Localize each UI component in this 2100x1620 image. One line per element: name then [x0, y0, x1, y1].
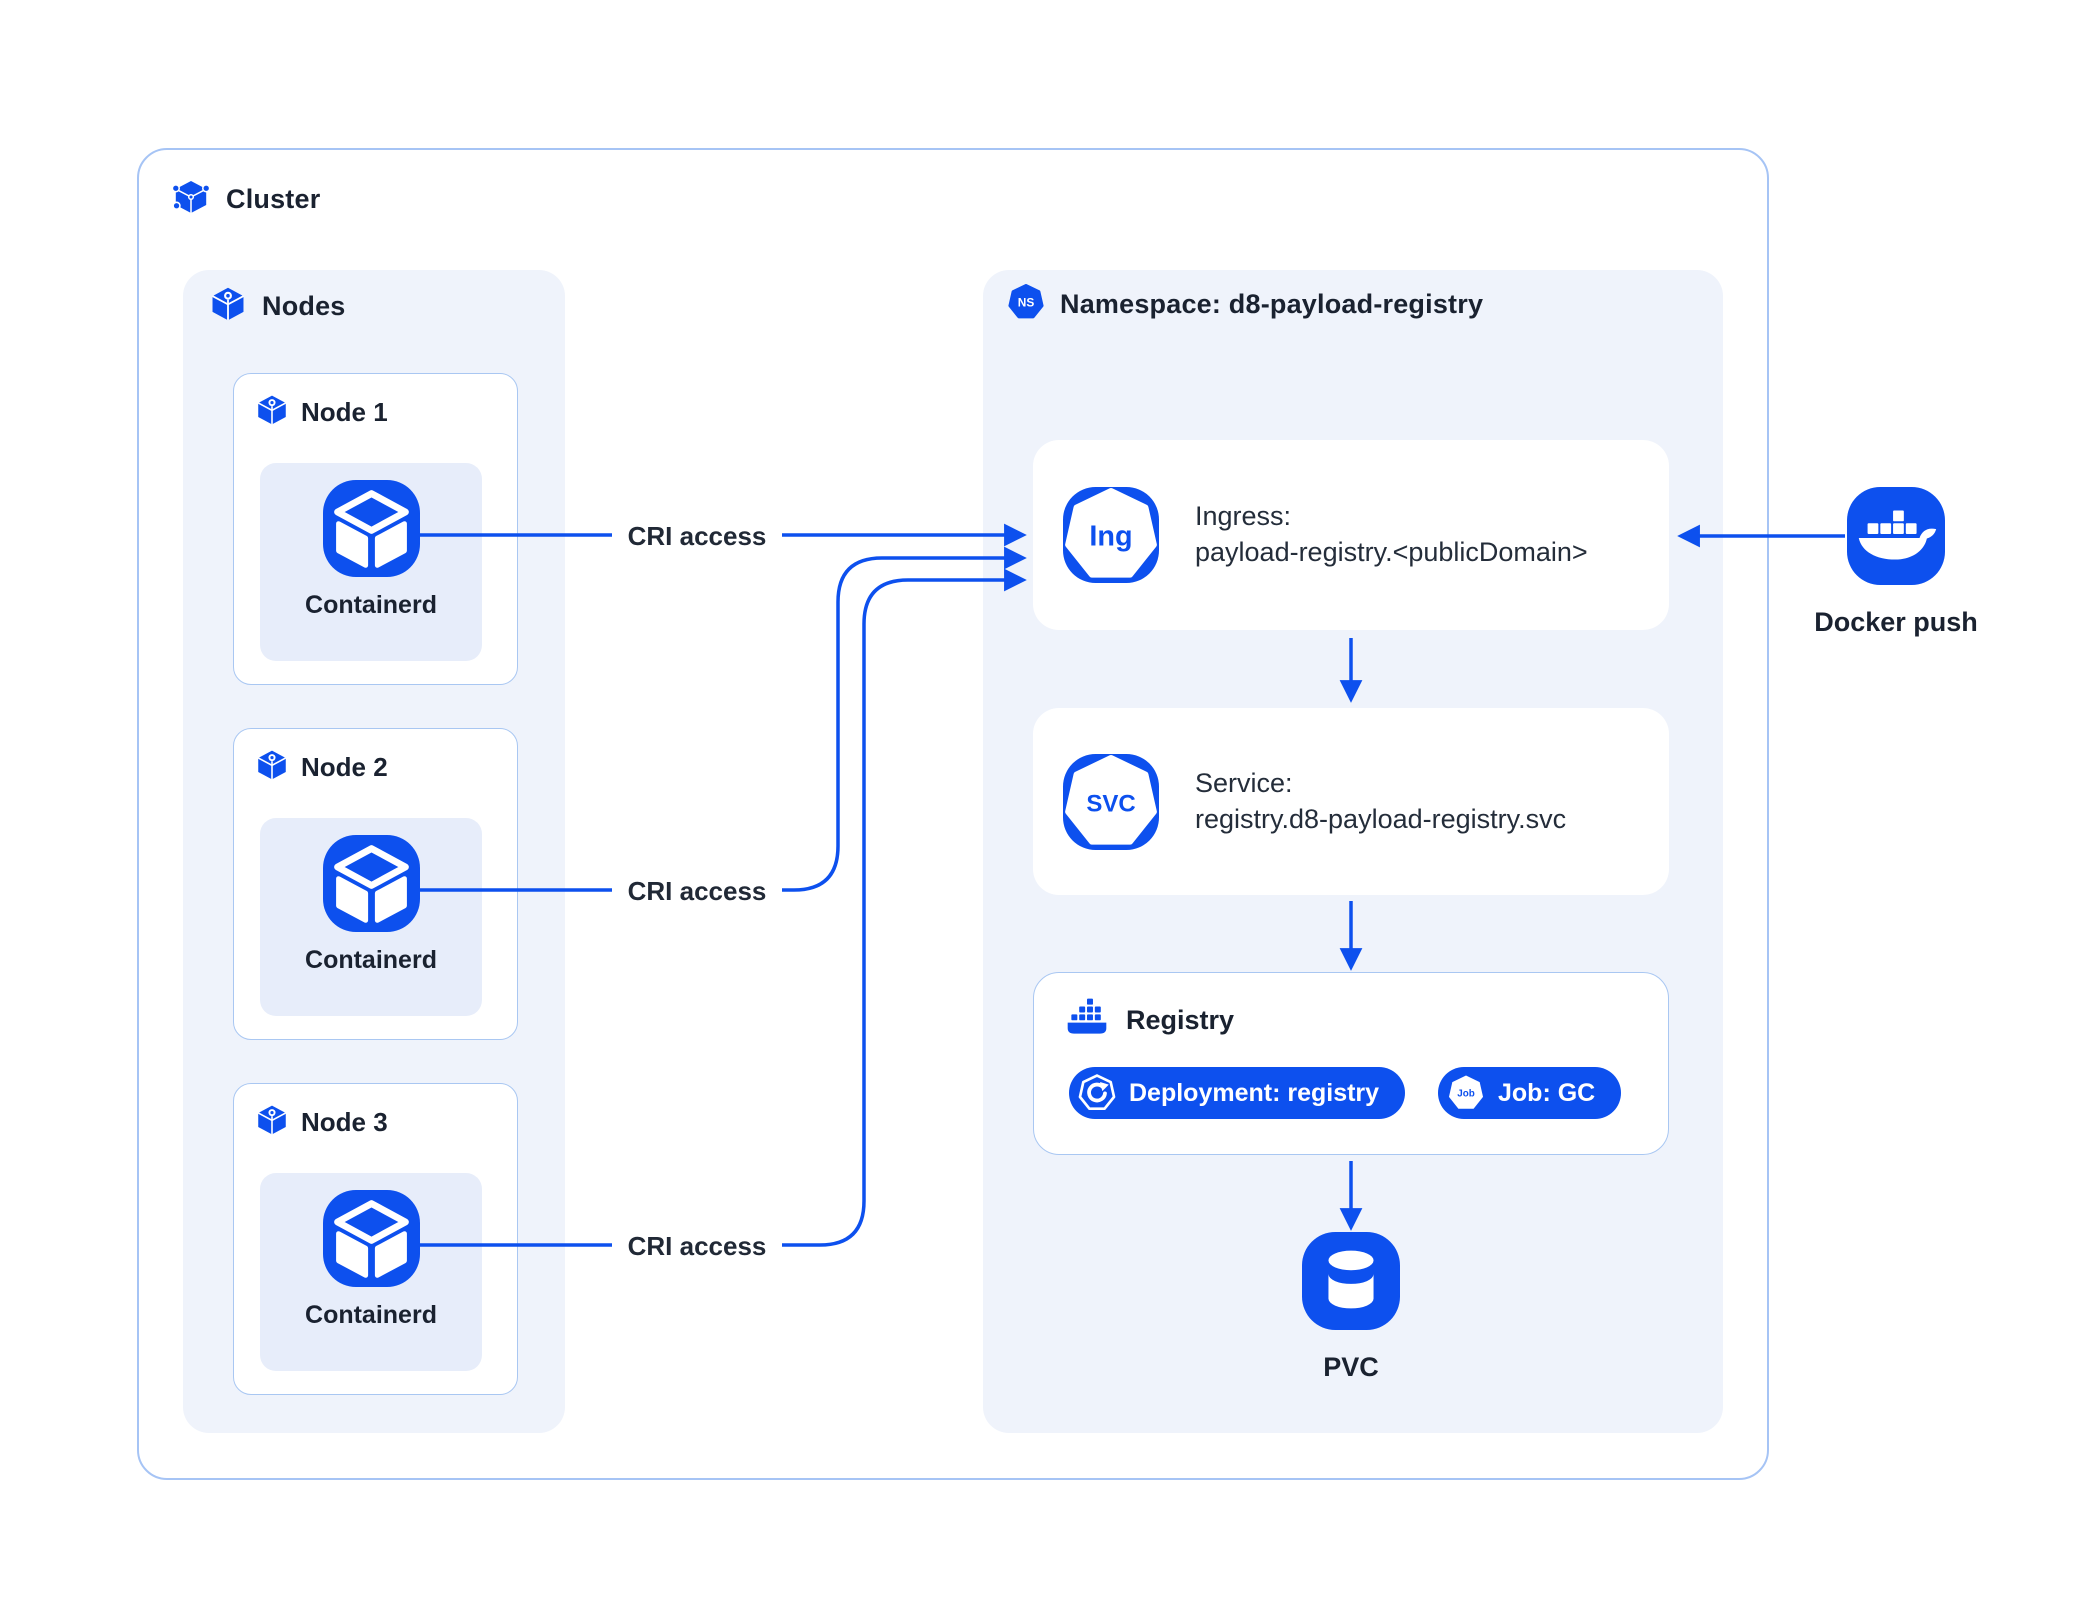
cluster-label: Cluster [226, 184, 321, 214]
containerd-icon [322, 1190, 420, 1287]
registry-label: Registry [1126, 1005, 1235, 1035]
containerd-icon [322, 835, 420, 932]
deployment-badge: Deployment: registry [1069, 1067, 1406, 1119]
nodes-label: Nodes [262, 291, 346, 321]
job-icon: Job [1448, 1075, 1484, 1109]
svg-text:SVC: SVC [1086, 790, 1135, 817]
node-2-box: Node 2 Containerd [233, 728, 518, 1040]
namespace-header: NS Namespace: d8-payload-registry [1008, 284, 1483, 325]
cri-access-label-2: CRI access [627, 876, 767, 906]
ingress-title: Ingress: [1195, 501, 1292, 532]
job-badge: Job Job: GC [1438, 1067, 1622, 1119]
node-3-box: Node 3 Containerd [233, 1083, 518, 1395]
containerd-icon [322, 480, 420, 577]
node-cube-icon [256, 749, 288, 786]
ingress-icon: Ing [1063, 487, 1159, 583]
service-host: registry.d8-payload-registry.svc [1195, 803, 1567, 834]
node-1-box: Node 1 Containerd [233, 373, 518, 685]
registry-header: Registry [1064, 995, 1234, 1046]
svg-text:Ing: Ing [1089, 521, 1132, 553]
containerd-tile: Containerd [260, 1173, 482, 1371]
service-card: SVC Service: registry.d8-payload-registr… [1033, 708, 1669, 895]
node-cube-icon [210, 286, 246, 327]
containerd-label: Containerd [305, 946, 437, 974]
svg-text:Job: Job [1457, 1088, 1475, 1099]
containerd-label: Containerd [305, 591, 437, 619]
node-1-header: Node 1 [256, 394, 388, 431]
ingress-card: Ing Ingress: payload-registry.<publicDom… [1033, 440, 1669, 630]
cri-access-label-1: CRI access [627, 521, 767, 551]
docker-icon [1847, 487, 1945, 585]
ingress-host: payload-registry.<publicDomain> [1195, 537, 1588, 567]
service-icon: SVC [1063, 753, 1159, 850]
registry-card: Registry Deployment: registry Job Job: G… [1033, 972, 1669, 1155]
node-2-label: Node 2 [301, 752, 388, 782]
pvc-label: PVC [1323, 1352, 1379, 1382]
node-cube-icon [256, 1104, 288, 1141]
cluster-icon [171, 178, 211, 221]
registry-icon [1064, 995, 1110, 1046]
job-label: Job: GC [1498, 1078, 1596, 1107]
containerd-tile: Containerd [260, 818, 482, 1016]
node-3-label: Node 3 [301, 1107, 388, 1137]
containerd-label: Containerd [305, 1301, 437, 1329]
deployment-label: Deployment: registry [1129, 1078, 1380, 1107]
node-3-header: Node 3 [256, 1104, 388, 1141]
docker-push-label: Docker push [1814, 607, 1978, 637]
containerd-tile: Containerd [260, 463, 482, 661]
node-2-header: Node 2 [256, 749, 388, 786]
service-title: Service: [1195, 767, 1293, 798]
cri-access-label-3: CRI access [627, 1231, 767, 1261]
namespace-label: Namespace: d8-payload-registry [1060, 289, 1484, 319]
docker-push-figure: Docker push [1796, 487, 1996, 638]
svg-text:NS: NS [1018, 295, 1035, 309]
ingress-text: Ingress: payload-registry.<publicDomain> [1195, 499, 1588, 570]
nodes-header: Nodes [210, 286, 346, 327]
pvc-icon [1302, 1232, 1400, 1330]
pvc-figure: PVC [1276, 1232, 1426, 1383]
node-1-label: Node 1 [301, 397, 388, 427]
cluster-header: Cluster [171, 178, 321, 221]
deployment-icon [1078, 1074, 1116, 1111]
node-cube-icon [256, 394, 288, 431]
namespace-icon: NS [1008, 284, 1044, 325]
service-text: Service: registry.d8-payload-registry.sv… [1195, 766, 1566, 837]
